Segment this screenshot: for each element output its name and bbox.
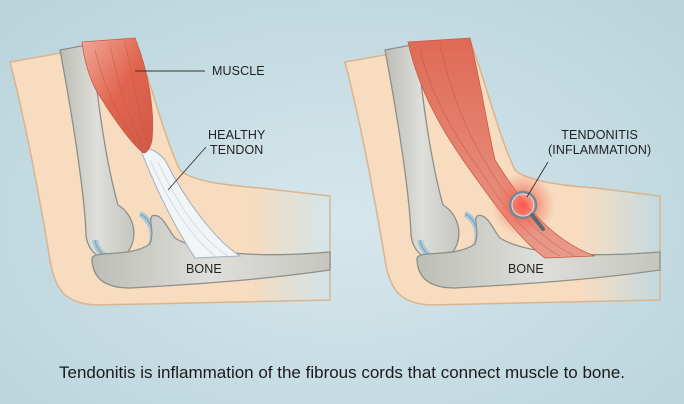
magnifying-glass-icon (508, 190, 545, 231)
caption: Tendonitis is inflammation of the fibrou… (58, 363, 626, 382)
healthy-tendon-label-line2: TENDON (210, 143, 264, 157)
healthy-panel (9, 37, 331, 306)
tendonitis-label-line2: (INFLAMMATION) (548, 143, 652, 157)
muscle-label: MUSCLE (212, 64, 265, 78)
bone-label-right: BONE (508, 262, 544, 276)
tendonitis-label: TENDONITIS (INFLAMMATION) (548, 128, 651, 158)
tendonitis-label-line1: TENDONITIS (561, 128, 638, 142)
tendonitis-panel (344, 37, 661, 306)
bone-label-left: BONE (186, 262, 222, 276)
healthy-tendon-label-line1: HEALTHY (208, 128, 266, 142)
healthy-tendon-label: HEALTHY TENDON (208, 128, 265, 158)
